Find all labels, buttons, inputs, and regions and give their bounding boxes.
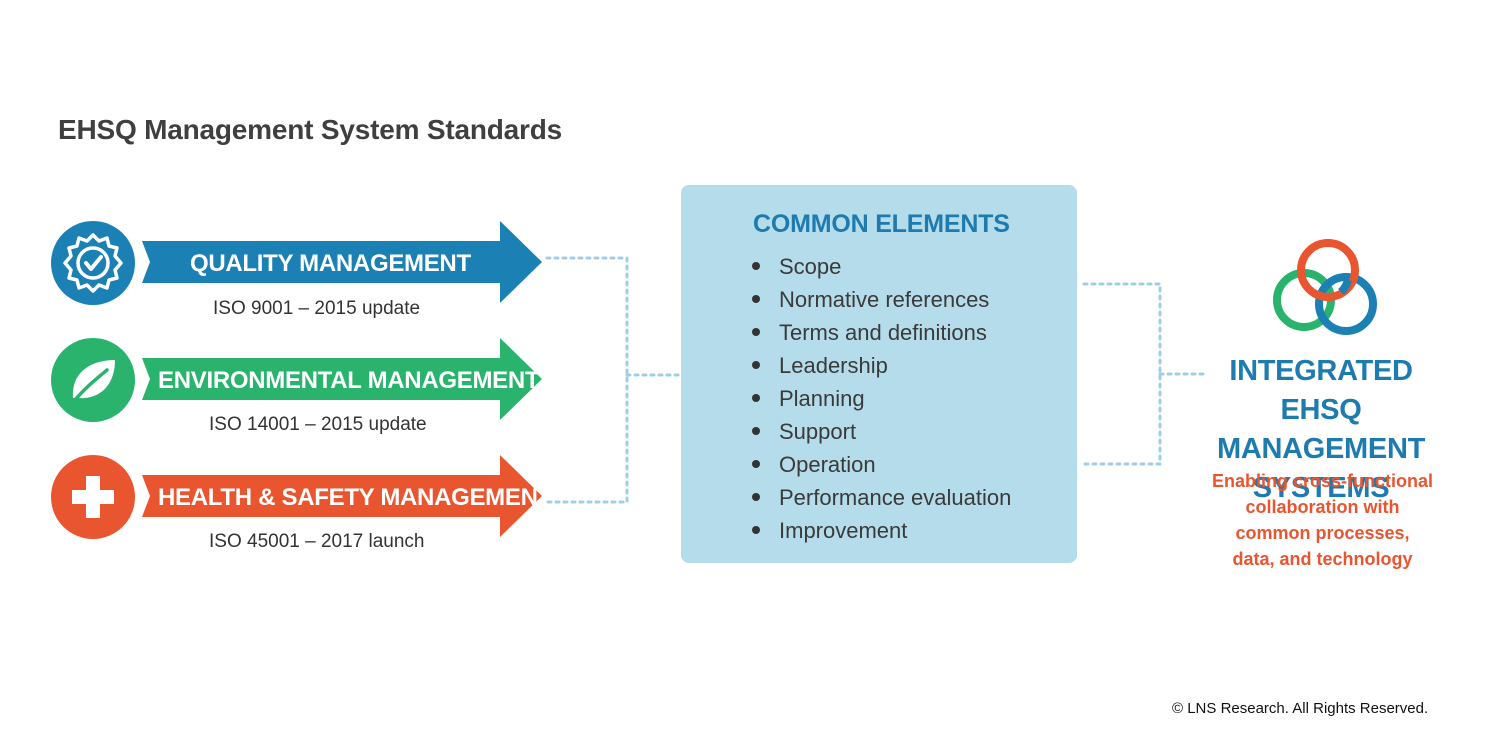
list-item: Normative references — [752, 286, 1011, 319]
integrated-title-line: MANAGEMENT — [1216, 433, 1426, 465]
list-item: Support — [752, 418, 1011, 451]
list-item: Terms and definitions — [752, 319, 1011, 352]
list-item: Improvement — [752, 517, 1011, 550]
bullet-icon — [752, 493, 760, 502]
list-item: Performance evaluation — [752, 484, 1011, 517]
interlocking-rings-icon — [1273, 239, 1377, 335]
bullet-icon — [752, 394, 760, 403]
bullet-icon — [752, 427, 760, 436]
integrated-title-line: INTEGRATED EHSQ — [1229, 355, 1413, 426]
list-item-label: Scope — [779, 254, 842, 279]
health-safety-circle — [51, 455, 135, 539]
list-item-label: Operation — [779, 452, 876, 477]
bullet-icon — [752, 328, 760, 337]
bullet-icon — [752, 295, 760, 304]
badge-check-icon — [63, 233, 123, 293]
integrated-subtitle-line: Enabling cross-functional — [1211, 471, 1434, 491]
health-safety-iso: ISO 45001 – 2017 launch — [209, 531, 425, 552]
copyright: © LNS Research. All Rights Reserved. — [1172, 700, 1429, 717]
left-connector — [545, 256, 681, 504]
bullet-icon — [752, 361, 760, 370]
integrated-title: INTEGRATED EHSQ MANAGEMENT SYSTEMS — [1190, 352, 1452, 508]
quality-label: QUALITY MANAGEMENT — [190, 250, 471, 277]
list-item-label: Leadership — [779, 353, 888, 378]
list-item: Operation — [752, 451, 1011, 484]
integrated-title-line: SYSTEMS — [1252, 472, 1390, 504]
bullet-icon — [752, 262, 760, 271]
list-item-label: Terms and definitions — [779, 320, 987, 345]
common-elements-box — [681, 185, 1077, 563]
environmental-arrow — [142, 338, 542, 420]
environmental-label: ENVIRONMENTAL MANAGEMENT — [158, 367, 540, 394]
quality-arrow — [142, 221, 542, 303]
integrated-subtitle-line: common processes, — [1235, 523, 1410, 543]
common-elements-title: COMMON ELEMENTS — [753, 210, 1010, 238]
right-connector — [1082, 282, 1206, 466]
leaf-icon — [72, 360, 115, 402]
list-item: Scope — [752, 253, 1011, 286]
quality-iso: ISO 9001 – 2015 update — [213, 298, 421, 319]
plus-cross-icon — [72, 476, 114, 518]
integrated-subtitle-line: data, and technology — [1232, 549, 1413, 569]
bullet-icon — [752, 460, 760, 469]
list-item-label: Planning — [779, 386, 865, 411]
environmental-circle — [51, 338, 135, 422]
list-item-label: Performance evaluation — [779, 485, 1012, 510]
list-item-label: Normative references — [779, 287, 990, 312]
common-elements-list: Scope Normative references Terms and def… — [752, 253, 1011, 550]
list-item: Planning — [752, 385, 1011, 418]
list-item-label: Support — [779, 419, 857, 444]
health-safety-label: HEALTH & SAFETY MANAGEMENT — [158, 484, 552, 511]
integrated-subtitle: Enabling cross-functional collaboration … — [1200, 468, 1445, 572]
quality-circle — [51, 221, 135, 305]
list-item: Leadership — [752, 352, 1011, 385]
page-title: EHSQ Management System Standards — [58, 114, 562, 145]
health-safety-arrow — [142, 455, 542, 537]
environmental-iso: ISO 14001 – 2015 update — [209, 414, 427, 435]
list-item-label: Improvement — [779, 518, 908, 543]
integrated-subtitle-line: collaboration with — [1245, 497, 1400, 517]
bullet-icon — [752, 526, 760, 535]
